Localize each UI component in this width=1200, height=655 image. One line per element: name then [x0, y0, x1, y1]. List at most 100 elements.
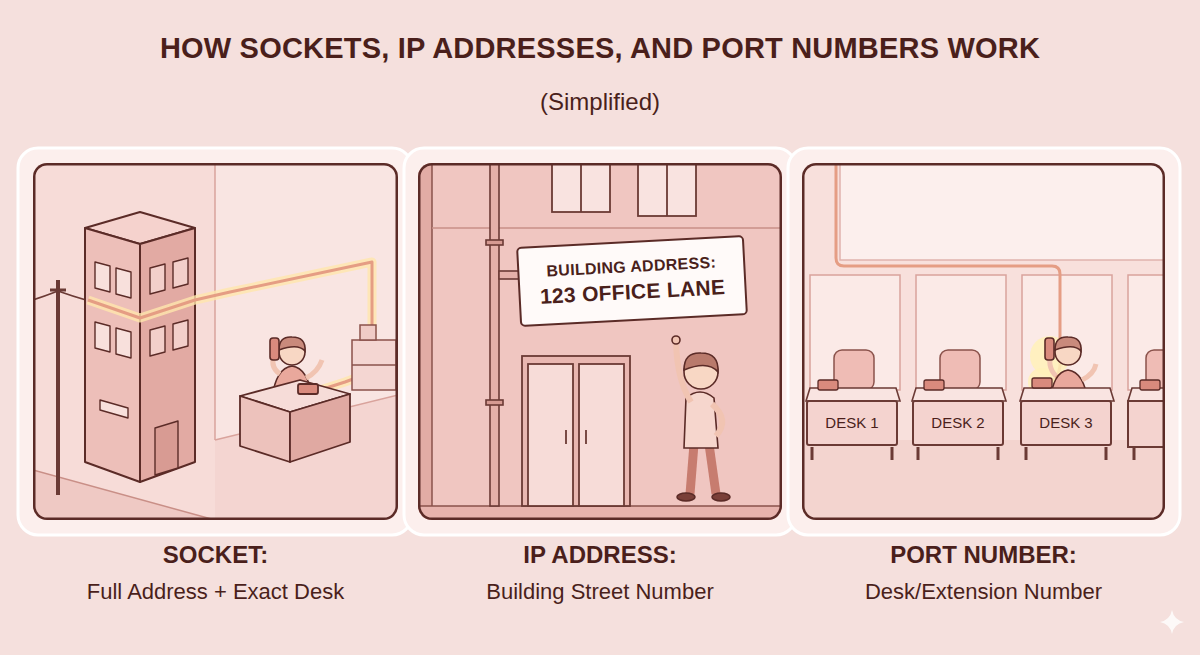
door — [522, 356, 630, 506]
address-sign: BUILDING ADDRESS:123 OFFICE LANE — [516, 235, 748, 327]
scene-panel: SOCKET:Full Address + Exact Desk — [33, 163, 398, 520]
ip-scene — [431, 163, 433, 506]
pointing-person — [677, 493, 695, 501]
cabinet — [360, 325, 376, 340]
caption-text: Desk/Extension Number — [787, 578, 1180, 606]
desk-leg — [811, 447, 814, 460]
ip-scene — [432, 227, 782, 229]
desk-leg — [1105, 447, 1108, 460]
person-on-phone — [306, 360, 322, 378]
desk-phone — [818, 378, 1160, 390]
building — [140, 228, 195, 482]
socket-scene — [33, 470, 215, 520]
pole — [33, 280, 86, 495]
building — [150, 326, 165, 356]
ip-scene — [418, 163, 782, 520]
cubicle-partition — [810, 275, 1165, 390]
caption-heading: PORT NUMBER: — [787, 540, 1180, 570]
cubicle-partition — [810, 275, 900, 390]
building — [95, 322, 110, 352]
window — [638, 163, 696, 216]
door — [522, 356, 630, 506]
person-on-phone — [270, 338, 279, 360]
cubicle-partition — [916, 275, 1006, 390]
network-cable — [88, 262, 372, 390]
door — [585, 430, 587, 444]
ip-scene — [418, 506, 782, 520]
desk-phone — [818, 380, 838, 390]
desk-leg — [812, 447, 1134, 460]
building — [95, 262, 110, 292]
panel-card — [404, 148, 796, 535]
pointing-person — [712, 404, 722, 436]
window — [552, 163, 696, 216]
desk-label: DESK 1 — [825, 414, 878, 432]
pointing-person — [672, 336, 680, 344]
scene-panel: DESK 1DESK 2DESK 3PORT NUMBER:Desk/Exten… — [802, 163, 1165, 520]
chair — [940, 350, 980, 390]
desk-phone — [1032, 378, 1052, 388]
window — [552, 163, 610, 212]
person-on-phone — [1045, 338, 1054, 360]
desk-box: DESK 2 — [912, 400, 1004, 446]
cabinet — [352, 364, 396, 366]
building — [100, 400, 128, 418]
panel-card — [18, 148, 412, 535]
person-on-phone — [279, 337, 305, 351]
pole — [58, 291, 86, 300]
network-cable — [88, 262, 372, 390]
building — [173, 320, 188, 350]
pointing-person — [712, 493, 730, 501]
cabinet — [352, 325, 396, 390]
window — [580, 163, 582, 212]
desk-phone — [924, 380, 944, 390]
desk — [240, 380, 350, 462]
caption-heading: SOCKET: — [18, 540, 413, 570]
port-scene — [802, 440, 1165, 520]
drainpipe — [486, 163, 523, 506]
diagram-title: HOW SOCKETS, IP ADDRESSES, AND PORT NUMB… — [160, 32, 1040, 64]
socket-scene — [33, 163, 398, 520]
desk-leg — [891, 447, 894, 460]
socket-scene — [215, 395, 398, 520]
drainpipe — [486, 240, 503, 245]
building — [116, 268, 131, 298]
cabinet — [352, 340, 396, 390]
building — [150, 264, 165, 294]
title-wrap: HOW SOCKETS, IP ADDRESSES, AND PORT NUMB… — [0, 32, 1200, 65]
drainpipe — [490, 163, 499, 506]
drainpipe — [486, 400, 503, 405]
network-cable — [88, 262, 372, 390]
port-scene — [802, 163, 1165, 520]
caption-heading: IP ADDRESS: — [403, 540, 797, 570]
pointing-person — [690, 444, 694, 494]
desk-box: DESK 1 — [806, 400, 898, 446]
desk — [298, 384, 318, 394]
desk-box: DESK 3 — [1020, 400, 1112, 446]
socket-scene — [33, 163, 398, 520]
socket-scene — [215, 163, 398, 520]
person-on-phone — [1055, 337, 1081, 351]
chair — [834, 350, 874, 390]
desk — [240, 396, 290, 462]
caption-wrap: SOCKET: Full Address + Exact Desk — [18, 540, 413, 606]
caption-text: Building Street Number — [403, 578, 797, 606]
caption-text: Full Address + Exact Desk — [18, 578, 413, 606]
desk-label: DESK 3 — [1039, 414, 1092, 432]
desk-leg — [917, 447, 920, 460]
pole — [56, 280, 60, 495]
scene-panel: BUILDING ADDRESS:123 OFFICE LANEIP ADDRE… — [418, 163, 782, 520]
cubicle-partition — [1128, 275, 1165, 390]
phone-cable — [836, 163, 1060, 382]
caption-wrap: IP ADDRESS: Building Street Number — [403, 540, 797, 606]
desk-leg — [997, 447, 1000, 460]
building — [116, 328, 131, 358]
pole — [33, 291, 58, 300]
subtitle: (Simplified) — [0, 88, 1200, 116]
building — [155, 421, 178, 475]
desk-phone — [1140, 380, 1160, 390]
door — [565, 430, 567, 444]
window — [666, 163, 668, 216]
